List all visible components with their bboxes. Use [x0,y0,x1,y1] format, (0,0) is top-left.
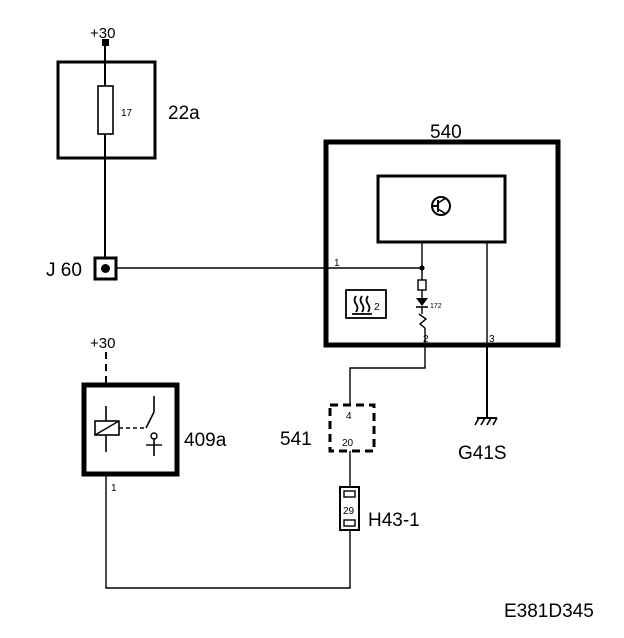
fuse-block-label: 22a [168,103,200,124]
ground-symbol-icon [474,417,498,426]
module-electronics-box [376,174,507,244]
connector-541: 4 20 541 [280,403,376,453]
diode-icon [416,298,428,308]
conn541-pin-bottom: 20 [342,438,354,449]
fuse-number: 17 [121,108,133,119]
connector-h43-1: 29 H43-1 [339,486,420,531]
supply-relay-label: +30 [90,335,115,352]
heater-element-label: 172 [430,303,442,310]
module-pin3: 3 [489,334,495,345]
ground-label: G41S [458,443,507,464]
fuse-block-22a: 17 22a [56,60,200,160]
seat-heater-icon: 2 [345,289,387,319]
connector-j60: J 60 [46,256,118,281]
connector-h43-label: H43-1 [368,510,420,531]
fuse-element [97,85,114,135]
supply-top-label: +30 [90,25,115,42]
module-540: 540 1 172 [323,122,561,348]
wire-module-to-541 [349,345,426,405]
module-label: 540 [430,122,462,143]
h43-pin: 29 [343,506,355,517]
relay-switch-icon [145,396,162,456]
conn541-pin-top: 4 [346,411,352,422]
diagram-id: E381D345 [504,601,594,622]
resistor-icon [417,279,427,291]
relay-pin1: 1 [111,483,117,494]
relay-label: 409a [184,430,227,451]
module-pin2: 2 [423,334,429,345]
wire-h43-to-relay [105,474,351,589]
supply-terminal-top: +30 [90,25,115,46]
connector-j60-label: J 60 [46,260,82,281]
module-pin1: 1 [334,258,340,269]
svg-text:2: 2 [374,302,380,313]
connector-541-label: 541 [280,429,312,450]
transistor-icon [431,196,451,216]
relay-409a: 409a 1 [81,382,227,494]
